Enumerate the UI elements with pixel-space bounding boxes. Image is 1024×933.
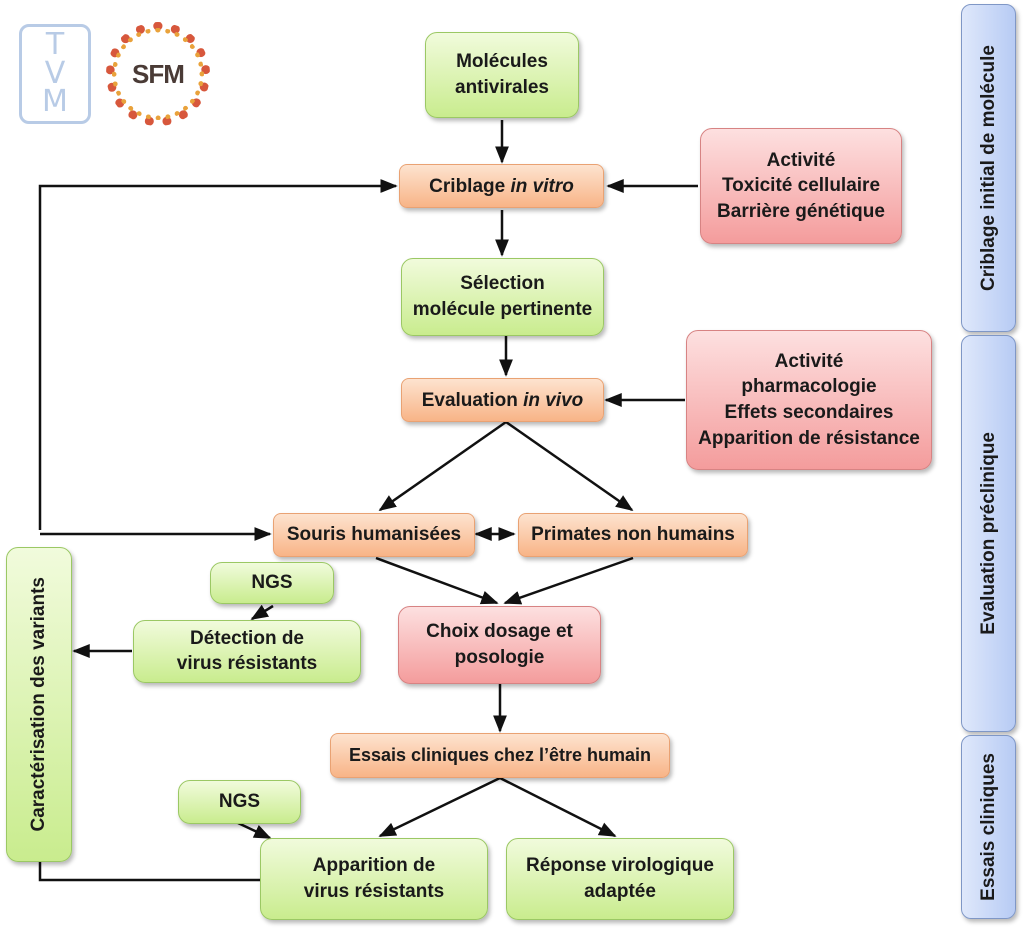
node-caracterisation-variants: Caractérisation des variants xyxy=(6,547,72,862)
node-text-line: Apparition de xyxy=(312,855,436,877)
tvm-logo-letter-v: V xyxy=(44,55,66,91)
line-apparition-to-caracterisation xyxy=(38,862,260,882)
phase-label: Evaluation préclinique xyxy=(977,432,999,635)
node-text: Essais cliniques chez l’être humain xyxy=(348,745,652,766)
phase-criblage-initial: Criblage initial de molécule xyxy=(961,4,1016,332)
node-criblage-parameters: Activité Toxicité cellulaire Barrière gé… xyxy=(700,128,902,244)
sfm-logo-inner-ring xyxy=(112,28,204,120)
node-evaluation-parameters: Activité pharmacologie Effets secondaire… xyxy=(686,330,932,470)
node-reponse-virologique: Réponse virologique adaptée xyxy=(506,838,734,920)
node-detection-virus-resistants: Détection de virus résistants xyxy=(133,620,361,683)
arrow-primates-to-choix xyxy=(503,556,634,605)
node-text-line: posologie xyxy=(454,647,545,668)
arrow-essais-to-apparition xyxy=(378,776,501,838)
node-souris-humanisees: Souris humanisées xyxy=(273,513,475,557)
node-apparition-virus-resistants: Apparition de virus résistants xyxy=(260,838,488,920)
node-text-line: Détection de xyxy=(189,627,305,649)
node-text: Primates non humains xyxy=(531,524,735,546)
param-pharmacologie: pharmacologie xyxy=(741,376,877,398)
node-text-line: molécule pertinente xyxy=(412,299,593,320)
tvm-logo: T V M xyxy=(19,24,91,124)
node-text-italic: in vivo xyxy=(523,390,584,411)
node-selection-molecule: Sélection molécule pertinente xyxy=(401,258,604,336)
param-barriere: Barrière génétique xyxy=(717,200,885,222)
node-text-line: Choix dosage et xyxy=(426,621,573,643)
param-toxicite: Toxicité cellulaire xyxy=(721,175,881,197)
sfm-logo: SFM xyxy=(106,22,210,126)
node-text-line: adaptée xyxy=(584,881,656,902)
phase-label: Criblage initial de molécule xyxy=(977,44,999,291)
node-text-line: virus résistants xyxy=(303,881,445,902)
node-evaluation-in-vivo: Evaluation in vivo xyxy=(401,378,604,422)
node-text: NGS xyxy=(251,572,293,594)
node-text-line: virus résistants xyxy=(176,652,318,674)
arrow-feedback-to-criblage xyxy=(38,179,398,530)
node-ngs-preclinical: NGS xyxy=(210,562,334,604)
node-text-line: Réponse virologique xyxy=(526,855,714,877)
node-text: Souris humanisées xyxy=(286,524,462,546)
node-primates-non-humains: Primates non humains xyxy=(518,513,748,557)
node-text: NGS xyxy=(218,791,261,813)
sfm-logo-ring xyxy=(106,22,210,126)
node-text: Evaluation xyxy=(421,390,524,411)
arrow-ngs-to-detection xyxy=(250,604,274,621)
param-activite: Activité xyxy=(766,149,836,171)
node-text-italic: in vitro xyxy=(510,176,574,197)
arrow-evaluation-to-souris xyxy=(378,420,507,512)
phase-evaluation-preclinique: Evaluation préclinique xyxy=(961,335,1016,732)
arrow-evaluation-to-primates xyxy=(505,420,634,512)
node-essais-cliniques: Essais cliniques chez l’être humain xyxy=(330,733,670,778)
arrow-essais-to-reponse xyxy=(499,776,617,838)
node-ngs-clinical: NGS xyxy=(178,780,301,824)
node-text-line: Sélection xyxy=(460,273,545,295)
tvm-logo-letter-m: M xyxy=(42,84,68,120)
node-choix-dosage: Choix dosage et posologie xyxy=(398,606,601,684)
param-activite: Activité xyxy=(774,350,844,372)
arrow-souris-to-choix xyxy=(375,556,499,605)
node-text: Criblage xyxy=(429,176,511,197)
phase-label: Essais cliniques xyxy=(977,753,999,901)
param-effets-secondaires: Effets secondaires xyxy=(724,402,894,423)
tvm-logo-letter-t: T xyxy=(45,27,65,63)
node-molecules-antivirales: Molécules antivirales xyxy=(425,32,579,118)
node-text-line: Molécules xyxy=(456,51,548,73)
arrow-ngs-to-apparition xyxy=(237,821,272,840)
node-criblage-in-vitro: Criblage in vitro xyxy=(399,164,604,208)
phase-essais-cliniques: Essais cliniques xyxy=(961,735,1016,919)
node-text-vertical: Caractérisation des variants xyxy=(28,577,50,832)
node-text-line: antivirales xyxy=(455,77,549,98)
param-apparition-resistance: Apparition de résistance xyxy=(698,427,920,449)
